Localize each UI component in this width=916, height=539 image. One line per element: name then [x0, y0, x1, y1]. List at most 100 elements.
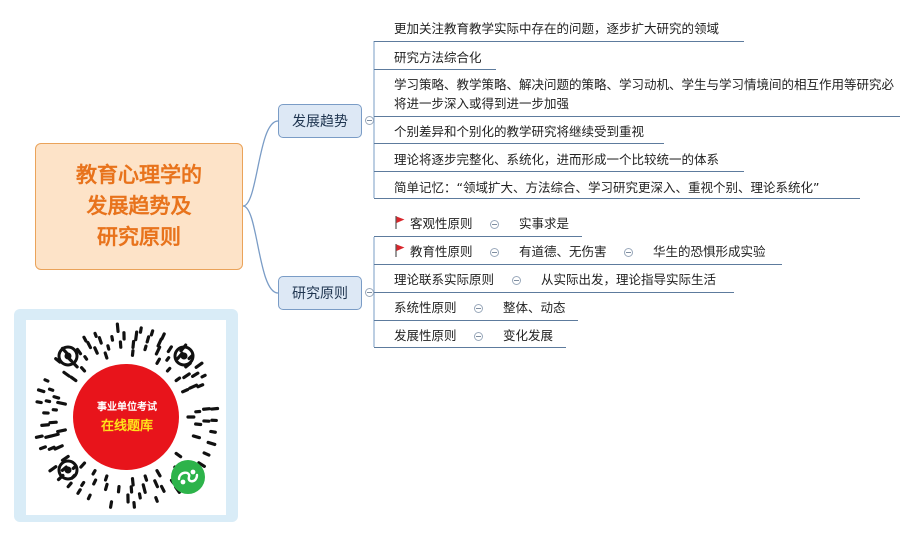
principle-systematic[interactable]: 系统性原则: [394, 300, 457, 315]
qr-dash: [103, 351, 109, 360]
collapse-toggle-icon[interactable]: [365, 116, 374, 125]
topic-underline: [374, 236, 582, 237]
qr-dash: [86, 340, 93, 350]
qr-dash: [145, 335, 151, 344]
qr-dash: [149, 329, 155, 337]
qr-finder-patterns: [57, 345, 195, 481]
qr-dash: [141, 483, 147, 494]
qr-dash: [138, 326, 143, 334]
qr-dash: [103, 474, 109, 482]
qr-dash: [196, 383, 205, 389]
topic-underline: [374, 198, 860, 199]
topic-underline: [374, 347, 566, 348]
collapse-toggle-icon[interactable]: [490, 248, 499, 257]
red-flag-icon: [395, 216, 405, 229]
qr-dash: [34, 434, 44, 439]
qr-dash: [181, 388, 190, 394]
branch-label: 研究原则: [292, 286, 348, 302]
qr-dash: [130, 477, 135, 487]
qr-dash: [44, 434, 53, 439]
qr-dash: [43, 378, 50, 383]
topic-underline: [374, 264, 782, 265]
qr-dash: [53, 444, 64, 451]
qr-dash: [153, 479, 160, 489]
qr-dash: [93, 346, 99, 355]
mini-program-qr-code[interactable]: [26, 320, 226, 515]
collapse-toggle-icon[interactable]: [474, 332, 483, 341]
qr-dash: [49, 432, 60, 438]
qr-dash: [86, 493, 92, 501]
qr-dash: [110, 335, 115, 342]
qr-dash: [69, 375, 78, 383]
qr-dash: [83, 355, 89, 361]
qr-dash: [154, 345, 162, 356]
collapse-toggle-icon[interactable]: [365, 288, 374, 297]
trend-topic-6[interactable]: 简单记忆：“领域扩大、方法综合、学习研究更深入、重视个别、理论系统化”: [394, 180, 820, 195]
qr-dash: [155, 357, 161, 365]
principle-education-example[interactable]: 华生的恐惧形成实验: [653, 244, 766, 259]
branch-development-trends[interactable]: 发展趋势: [278, 104, 362, 138]
principle-objectivity[interactable]: 客观性原则: [410, 216, 473, 231]
principle-developmental-detail[interactable]: 变化发展: [503, 328, 554, 343]
topic-underline: [374, 69, 496, 70]
qr-dash: [200, 373, 207, 379]
qr-dash: [165, 366, 172, 373]
qr-dash: [79, 461, 87, 469]
principle-education-detail[interactable]: 有道德、无伤害: [519, 244, 607, 259]
collapse-toggle-icon[interactable]: [490, 220, 499, 229]
collapse-toggle-icon[interactable]: [624, 248, 633, 257]
principle-theory-practice-detail[interactable]: 从实际出发，理论指导实际生活: [541, 272, 717, 287]
qr-dash: [103, 482, 109, 492]
qr-dash: [56, 428, 67, 434]
qr-dash: [75, 347, 83, 356]
qr-dash: [82, 335, 88, 343]
trend-topic-1[interactable]: 更加关注教育教学实际中存在的问题，逐步扩大研究的领域: [394, 21, 720, 36]
qr-dash: [56, 400, 67, 406]
qr-dash: [156, 337, 163, 348]
principle-theory-practice[interactable]: 理论联系实际原则: [394, 272, 495, 287]
qr-dash: [108, 500, 114, 509]
qr-dash: [93, 331, 98, 338]
trend-topic-5[interactable]: 理论将逐步完整化、系统化，进而形成一个比较统一的体系: [394, 152, 720, 167]
trend-topic-2[interactable]: 研究方法综合化: [394, 50, 482, 65]
mini-program-logo-icon: [171, 460, 205, 494]
qr-dash: [48, 465, 58, 473]
trend-topic-4[interactable]: 个别差异和个别化的教学研究将继续受到重视: [394, 124, 645, 139]
central-topic[interactable]: 教育心理学的 发展趋势及 研究原则: [35, 143, 243, 270]
qr-dash: [62, 370, 71, 378]
principle-systematic-detail[interactable]: 整体、动态: [503, 300, 566, 315]
qr-dash: [80, 480, 86, 487]
qr-dash: [209, 429, 217, 434]
principle-developmental[interactable]: 发展性原则: [394, 328, 457, 343]
qr-caption-top: 事业单位考试: [97, 402, 157, 413]
qr-dash: [191, 434, 202, 440]
topic-underline: [374, 116, 900, 117]
principle-education[interactable]: 教育性原则: [410, 244, 473, 259]
qr-dash: [160, 332, 166, 341]
qr-dash: [154, 496, 159, 503]
principle-objectivity-detail[interactable]: 实事求是: [519, 216, 570, 231]
qr-dash: [131, 339, 136, 349]
branch-research-principles[interactable]: 研究原则: [278, 276, 362, 310]
qr-dash: [174, 376, 182, 383]
collapse-toggle-icon[interactable]: [512, 276, 521, 285]
trend-topic-3[interactable]: 学习策略、教学策略、解决问题的策略、学习动机、学生与学习情境间的相互作用等研究必…: [394, 77, 895, 111]
qr-dash: [67, 357, 74, 363]
qr-dash: [76, 488, 82, 495]
qr-dash: [106, 344, 111, 351]
qr-dash: [72, 362, 79, 369]
qr-dash: [40, 423, 50, 427]
qr-dash: [66, 481, 73, 489]
qr-dash: [206, 440, 217, 447]
qr-caption-main: 在线题库: [100, 419, 153, 434]
qr-dash: [52, 395, 61, 400]
qr-dash: [38, 445, 47, 451]
qr-dash: [36, 388, 46, 394]
qr-dash: [210, 406, 220, 411]
qr-dash: [47, 387, 55, 392]
qr-dash: [197, 461, 206, 468]
qr-dash: [92, 478, 98, 486]
collapse-toggle-icon[interactable]: [474, 304, 483, 313]
branch-label: 发展趋势: [292, 114, 348, 130]
qr-dash: [155, 469, 162, 478]
